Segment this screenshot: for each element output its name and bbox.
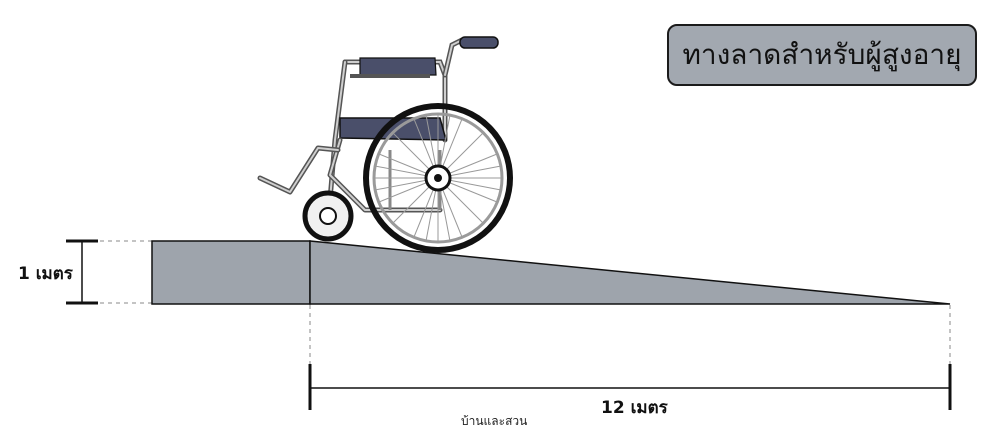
source-caption: บ้านและสวน [461,414,528,428]
diagram-title: ทางลาดสำหรับผู้สูงอายุ [682,38,962,71]
length-dimension [308,305,952,410]
landing-platform [151,240,311,305]
title-box: ทางลาดสำหรับผู้สูงอายุ [667,24,977,86]
height-dimension [66,239,152,305]
ramp-slope [309,240,951,305]
ramp [151,240,951,305]
length-label: 12 เมตร [601,398,668,418]
height-label: 1 เมตร [18,264,73,284]
wheelchair-icon [257,36,513,253]
